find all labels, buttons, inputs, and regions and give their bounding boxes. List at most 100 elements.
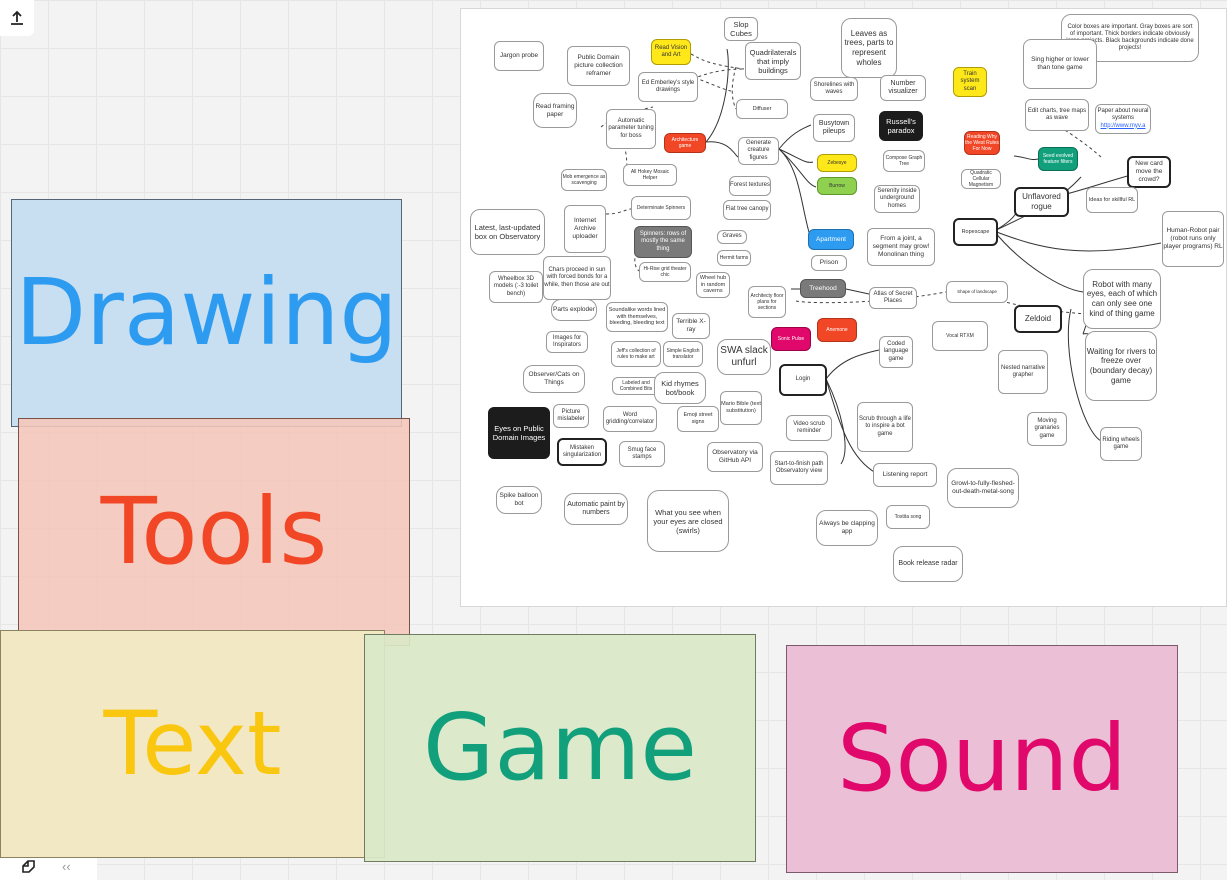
- idea-node[interactable]: Diffuser: [736, 99, 788, 119]
- idea-node[interactable]: Mario Bible (text substitution): [720, 391, 762, 425]
- idea-node[interactable]: Reading Why the West Rules For Now: [964, 131, 1000, 155]
- idea-node[interactable]: Always be clapping app: [816, 510, 878, 546]
- idea-node[interactable]: Login: [779, 364, 827, 396]
- idea-board[interactable]: Color boxes are important. Gray boxes ar…: [460, 8, 1227, 607]
- idea-node[interactable]: Internet Archive uploader: [564, 205, 606, 253]
- idea-node[interactable]: Observatory via GitHub API: [707, 442, 763, 472]
- frame-drawing[interactable]: Drawing: [11, 199, 402, 427]
- idea-node[interactable]: Mistaken singularization: [557, 438, 607, 466]
- idea-node[interactable]: Robot with many eyes, each of which can …: [1083, 269, 1161, 329]
- idea-node[interactable]: Hermit farms: [717, 250, 751, 266]
- idea-node[interactable]: Word gridding/correlator: [603, 406, 657, 432]
- idea-node[interactable]: Mob emergence as scavenging: [561, 169, 607, 191]
- collapse-button[interactable]: ‹‹: [62, 859, 71, 874]
- idea-node[interactable]: Busytown pileups: [813, 114, 855, 142]
- idea-node[interactable]: Prison: [811, 255, 847, 271]
- idea-node[interactable]: Shape of landscape: [946, 281, 1008, 303]
- idea-node[interactable]: Listening report: [873, 463, 937, 487]
- idea-node[interactable]: Picture mislabeler: [553, 404, 589, 428]
- idea-node[interactable]: Tostita song: [886, 505, 930, 529]
- idea-node[interactable]: Zebesye: [817, 154, 857, 172]
- frame-game[interactable]: Game: [364, 634, 756, 862]
- idea-node[interactable]: Soundalike words lined with themselves, …: [606, 302, 668, 332]
- idea-node[interactable]: What you see when your eyes are closed (…: [647, 490, 729, 552]
- idea-node[interactable]: Spike balloon bot: [496, 486, 542, 514]
- idea-node[interactable]: Labeled and Combined Bits: [612, 377, 660, 395]
- idea-node[interactable]: Start-to-finish path Observatory view: [770, 451, 828, 485]
- idea-node[interactable]: Graves: [717, 230, 747, 244]
- export-button[interactable]: [0, 0, 34, 36]
- idea-node[interactable]: Read framing paper: [533, 93, 577, 128]
- idea-node[interactable]: Number visualizer: [880, 75, 926, 101]
- idea-node[interactable]: Seed evolved feature filters: [1038, 147, 1078, 171]
- frame-text[interactable]: Text: [0, 630, 385, 858]
- idea-node[interactable]: Train system scan: [953, 67, 987, 97]
- idea-node[interactable]: Generate creature figures: [738, 137, 779, 165]
- idea-node[interactable]: Automatic parameter tuning for boss: [606, 109, 656, 149]
- idea-node[interactable]: From a joint, a segment may grow! Monoli…: [867, 228, 935, 266]
- frame-sound[interactable]: Sound: [786, 645, 1178, 873]
- idea-node[interactable]: Video scrub reminder: [786, 415, 832, 441]
- idea-node[interactable]: Read Vision and Art: [651, 39, 691, 65]
- idea-node[interactable]: Kid rhymes bot/book: [654, 372, 706, 404]
- idea-node[interactable]: Simple English translator: [663, 341, 703, 367]
- idea-node[interactable]: Leaves as trees, parts to represent whol…: [841, 18, 897, 78]
- idea-node[interactable]: Wheelbox 3D models (:-3 toilet bench): [489, 271, 543, 303]
- idea-node[interactable]: Vocal RTXM: [932, 321, 988, 351]
- idea-node[interactable]: Book release radar: [893, 546, 963, 582]
- idea-node[interactable]: Slop Cubes: [724, 17, 758, 41]
- idea-node[interactable]: Ropescape: [953, 218, 998, 246]
- frames-icon[interactable]: [20, 858, 38, 876]
- idea-node[interactable]: Smug face stamps: [619, 441, 665, 467]
- idea-node[interactable]: Treehood: [800, 279, 846, 298]
- idea-node[interactable]: Flat tree canopy: [723, 200, 771, 220]
- idea-node[interactable]: Determinate Spinners: [631, 196, 691, 220]
- idea-node[interactable]: Shorelines with waves: [810, 77, 858, 101]
- idea-node[interactable]: Public Domain picture collection reframe…: [567, 46, 630, 86]
- idea-node[interactable]: Anemone: [817, 318, 857, 342]
- idea-node[interactable]: Wheel hub in random caverns: [696, 272, 730, 298]
- idea-node[interactable]: Russell's paradox: [879, 111, 923, 141]
- idea-node[interactable]: Unflavored rogue: [1014, 187, 1069, 217]
- idea-node[interactable]: Images for Inspirators: [546, 331, 588, 353]
- idea-node[interactable]: Hi-Rise grid theater chic: [639, 262, 691, 282]
- idea-node[interactable]: Moving granaries game: [1027, 412, 1067, 446]
- idea-node[interactable]: Terrible X-ray: [672, 313, 710, 339]
- idea-node[interactable]: Growl-to-fully-fleshed-out-death-metal-s…: [947, 468, 1019, 508]
- idea-node[interactable]: Burrow: [817, 177, 857, 195]
- idea-node[interactable]: Paper about neural systems http://www.my…: [1095, 104, 1151, 134]
- idea-node[interactable]: Human-Robot pair (robot runs only player…: [1162, 211, 1224, 267]
- idea-node[interactable]: SWA slack unfurl: [717, 339, 771, 375]
- idea-node[interactable]: Chars proceed in sun with forced bonds f…: [543, 256, 611, 300]
- idea-node[interactable]: Zeldoid: [1014, 305, 1062, 333]
- idea-node[interactable]: Emoji street signs: [677, 406, 719, 432]
- idea-node[interactable]: Jeff's collection of rules to make art: [611, 341, 661, 367]
- idea-node[interactable]: Apartment: [808, 229, 854, 250]
- idea-node[interactable]: All Hokey Mosaic Helper: [623, 164, 677, 186]
- frame-tools[interactable]: Tools: [18, 418, 410, 646]
- node-link[interactable]: http://www.myv.a: [1100, 122, 1146, 129]
- idea-node[interactable]: Scrub through a life to inspire a bot ga…: [857, 402, 913, 452]
- idea-node[interactable]: Latest, last-updated box on Observatory: [470, 209, 545, 255]
- idea-node[interactable]: Compose Graph Tree: [883, 150, 925, 172]
- idea-node[interactable]: Quadratic Cellular Magnetism: [961, 169, 1001, 189]
- idea-node[interactable]: Waiting for rivers to freeze over (bound…: [1085, 331, 1157, 401]
- idea-node[interactable]: Ideas for skillful RL: [1086, 187, 1138, 213]
- idea-node[interactable]: New card move the crowd?: [1127, 156, 1171, 188]
- idea-node[interactable]: Nested narrative grapher: [998, 350, 1048, 394]
- idea-node[interactable]: Architecty floor plans for sections: [748, 286, 786, 318]
- idea-node[interactable]: Ed Emberley's style drawings: [638, 72, 698, 102]
- idea-node[interactable]: Coded language game: [879, 336, 913, 368]
- idea-node[interactable]: Forest textures: [729, 176, 771, 196]
- idea-node[interactable]: Spinners: rows of mostly the same thing: [634, 226, 692, 258]
- idea-node[interactable]: Quadrilaterals that imply buildings: [745, 42, 801, 80]
- idea-node[interactable]: Atlas of Secret Places: [869, 287, 917, 309]
- idea-node[interactable]: Sonic Pulse: [771, 327, 811, 351]
- idea-node[interactable]: Jargon probe: [494, 41, 544, 71]
- idea-node[interactable]: Edit charts, tree maps as wave: [1025, 99, 1089, 131]
- idea-node[interactable]: Sing higher or lower than tone game: [1023, 39, 1097, 89]
- idea-node[interactable]: Architecture game: [664, 133, 706, 153]
- idea-node[interactable]: Eyes on Public Domain Images: [488, 407, 550, 459]
- idea-node[interactable]: Automatic paint by numbers: [564, 493, 628, 525]
- idea-node[interactable]: Parts exploder: [551, 299, 597, 321]
